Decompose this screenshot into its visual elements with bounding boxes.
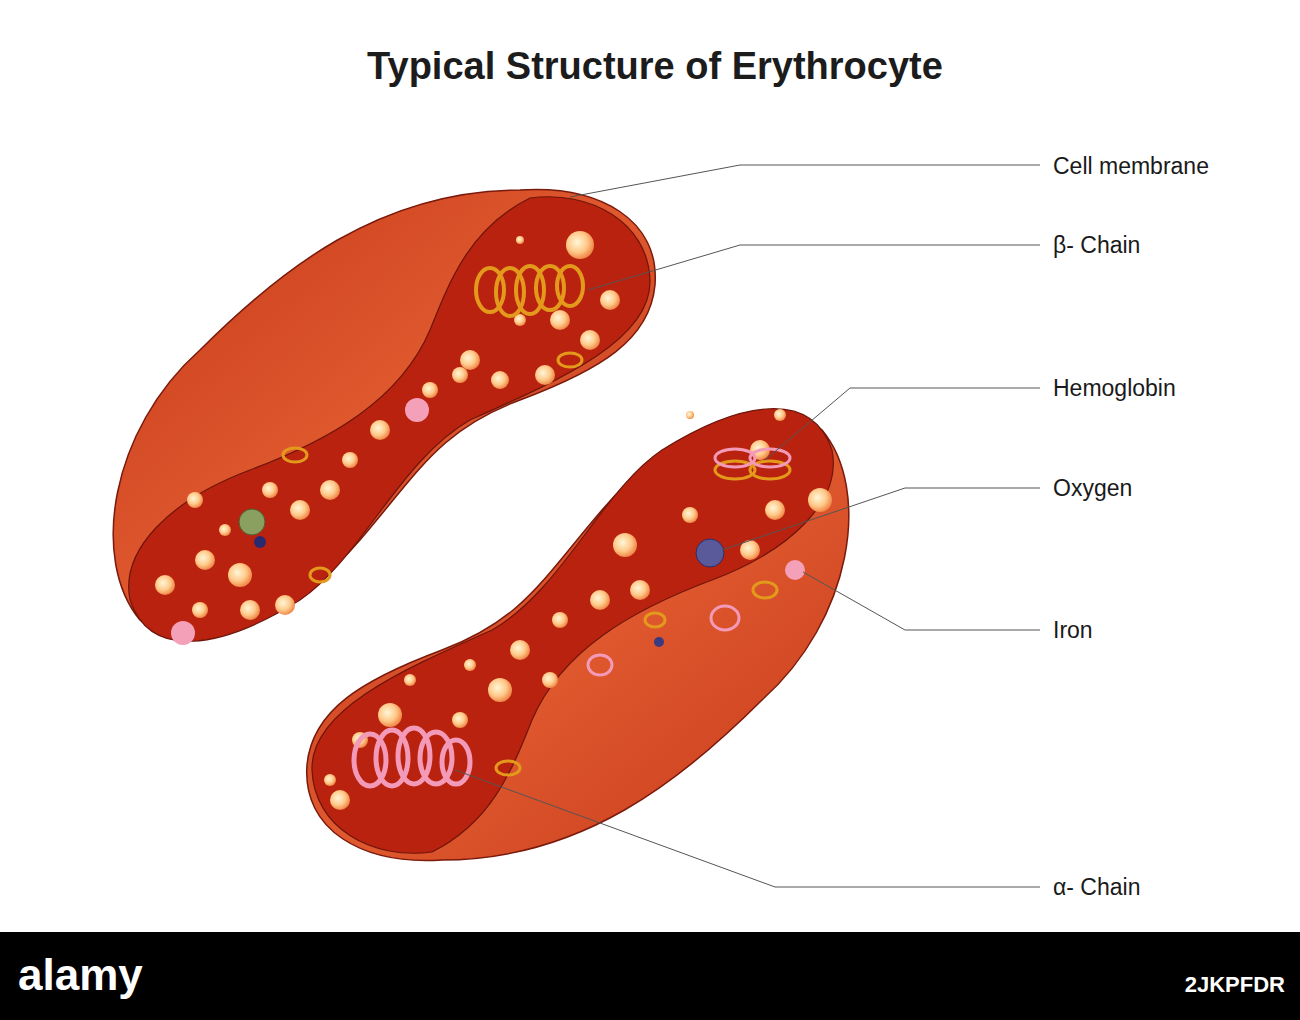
granule	[404, 674, 416, 686]
granule	[290, 500, 310, 520]
oxygen-sphere	[696, 539, 724, 567]
granule	[324, 774, 336, 786]
lower-cell	[307, 409, 849, 861]
alpha-chain-coil	[354, 728, 470, 786]
granule	[228, 563, 252, 587]
granule	[488, 678, 512, 702]
watermark: 2JKPFDR	[1185, 972, 1285, 998]
iron-sphere	[171, 621, 195, 645]
granule	[240, 600, 260, 620]
granule	[320, 480, 340, 500]
beta-chain-coil	[476, 266, 583, 316]
granule	[187, 492, 203, 508]
granule	[460, 350, 480, 370]
granule	[330, 790, 350, 810]
granule	[452, 367, 468, 383]
granule	[422, 382, 438, 398]
granule	[600, 290, 620, 310]
granule	[566, 231, 594, 259]
granule	[682, 507, 698, 523]
granule	[510, 640, 530, 660]
oxygen-sphere	[654, 637, 664, 647]
granule	[550, 310, 570, 330]
granule	[516, 236, 524, 244]
granule	[808, 488, 832, 512]
part-label: Oxygen	[1053, 475, 1132, 502]
granule	[378, 703, 402, 727]
leader-lines	[455, 165, 1040, 887]
hemoglobin-cluster	[283, 353, 790, 775]
granule	[774, 409, 786, 421]
granule	[275, 595, 295, 615]
granule	[552, 612, 568, 628]
granule	[195, 550, 215, 570]
diagram-title: Typical Structure of Erythrocyte	[367, 45, 943, 88]
footer-bar	[0, 932, 1300, 1020]
granule	[464, 659, 476, 671]
oxygen-sphere	[239, 509, 265, 535]
granule	[535, 365, 555, 385]
granules	[155, 231, 832, 810]
granule	[262, 482, 278, 498]
granule	[613, 533, 637, 557]
granule	[452, 712, 468, 728]
part-label: Cell membrane	[1053, 153, 1209, 180]
granule	[590, 590, 610, 610]
watermark: alamy	[18, 950, 143, 1000]
granule	[219, 524, 231, 536]
part-label: α- Chain	[1053, 874, 1140, 901]
granule	[370, 420, 390, 440]
part-label: β- Chain	[1053, 232, 1140, 259]
granule	[155, 575, 175, 595]
granule	[192, 602, 208, 618]
granule	[542, 672, 558, 688]
iron-sphere	[405, 398, 429, 422]
granule	[342, 452, 358, 468]
granule	[580, 330, 600, 350]
iron-sphere	[785, 560, 805, 580]
granule	[765, 500, 785, 520]
part-label: Iron	[1053, 617, 1093, 644]
granule	[491, 371, 509, 389]
part-label: Hemoglobin	[1053, 375, 1176, 402]
granule	[630, 580, 650, 600]
oxygen-sphere	[254, 536, 266, 548]
granule	[686, 411, 694, 419]
